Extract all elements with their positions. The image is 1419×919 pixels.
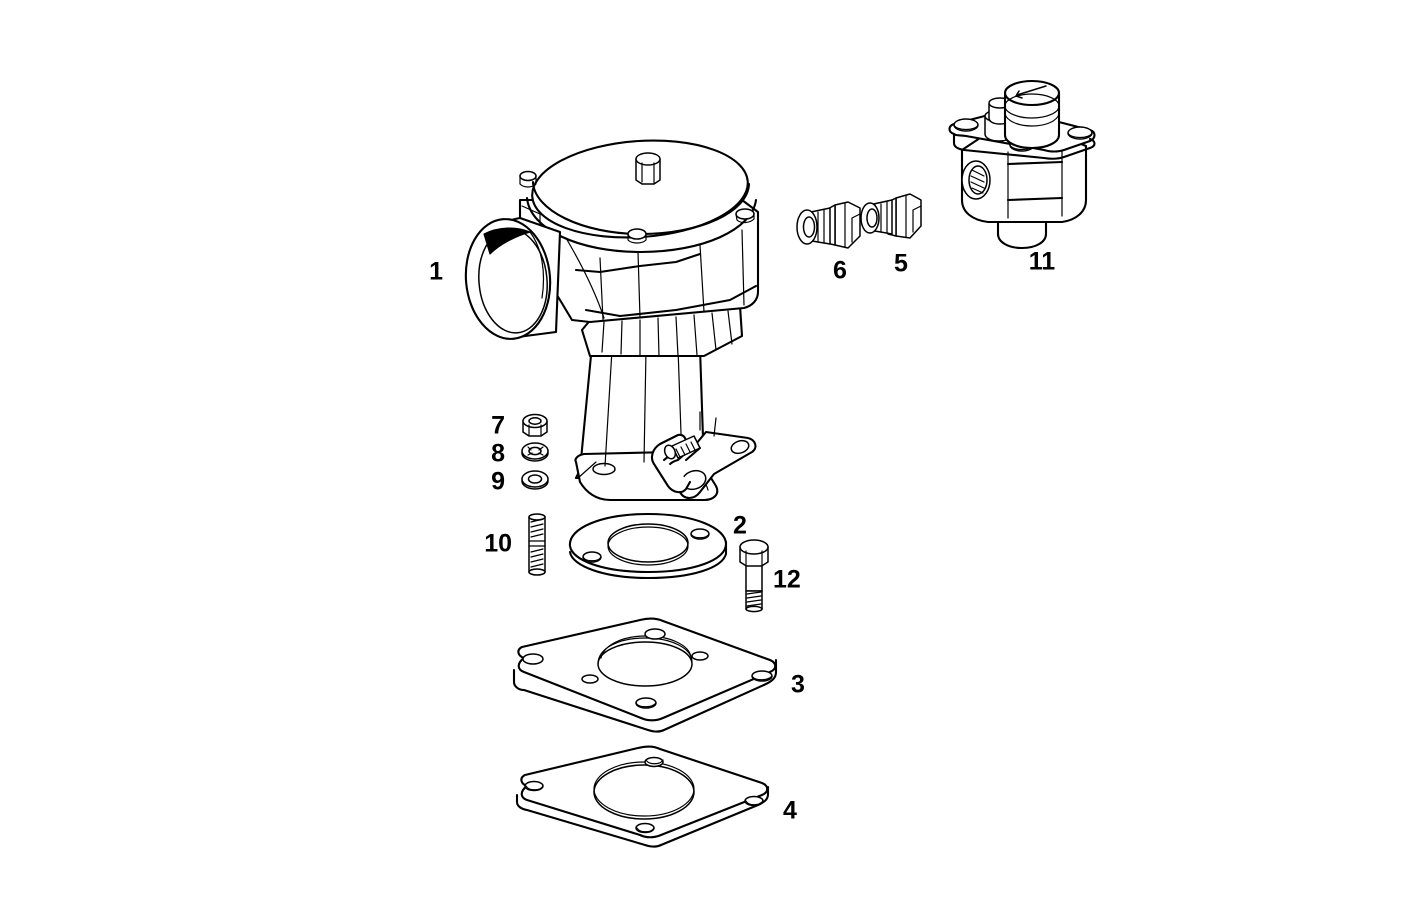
- part-base-gasket: [515, 745, 770, 848]
- part-pressure-regulator: [948, 79, 1096, 250]
- callout-2: 2: [733, 512, 747, 540]
- top-hex-plug: [635, 152, 661, 185]
- callout-11: 11: [1029, 248, 1056, 276]
- part-hex-head-bolt: [739, 539, 769, 613]
- callout-7: 7: [491, 412, 505, 440]
- inlet-pipe-stub: [464, 216, 562, 340]
- callout-5: 5: [894, 250, 908, 278]
- callout-6: 6: [833, 257, 847, 285]
- part-lock-washer: [521, 442, 549, 462]
- part-flat-washer: [521, 470, 549, 490]
- part-hex-nut: [522, 413, 548, 437]
- part-connector-fitting-large: [796, 201, 861, 249]
- callout-numbers: 1 2 3 4 5 6 7 8 9 10 11 12: [429, 248, 1055, 825]
- part-threaded-stud: [528, 513, 546, 576]
- part-adapter-plate: [512, 617, 778, 733]
- callout-1: 1: [429, 258, 443, 286]
- part-oval-flange-gasket: [568, 512, 728, 580]
- part-connector-fitting-small: [860, 193, 922, 239]
- callout-9: 9: [491, 468, 505, 496]
- throttle-lever-arm: [650, 411, 757, 500]
- callout-10: 10: [484, 530, 512, 558]
- callout-8: 8: [491, 440, 505, 468]
- lever-pivot-screw: [663, 435, 701, 460]
- callout-3: 3: [791, 671, 805, 699]
- callout-12: 12: [773, 566, 801, 594]
- cover-bolt-bosses: [519, 170, 755, 244]
- callout-4: 4: [783, 797, 797, 825]
